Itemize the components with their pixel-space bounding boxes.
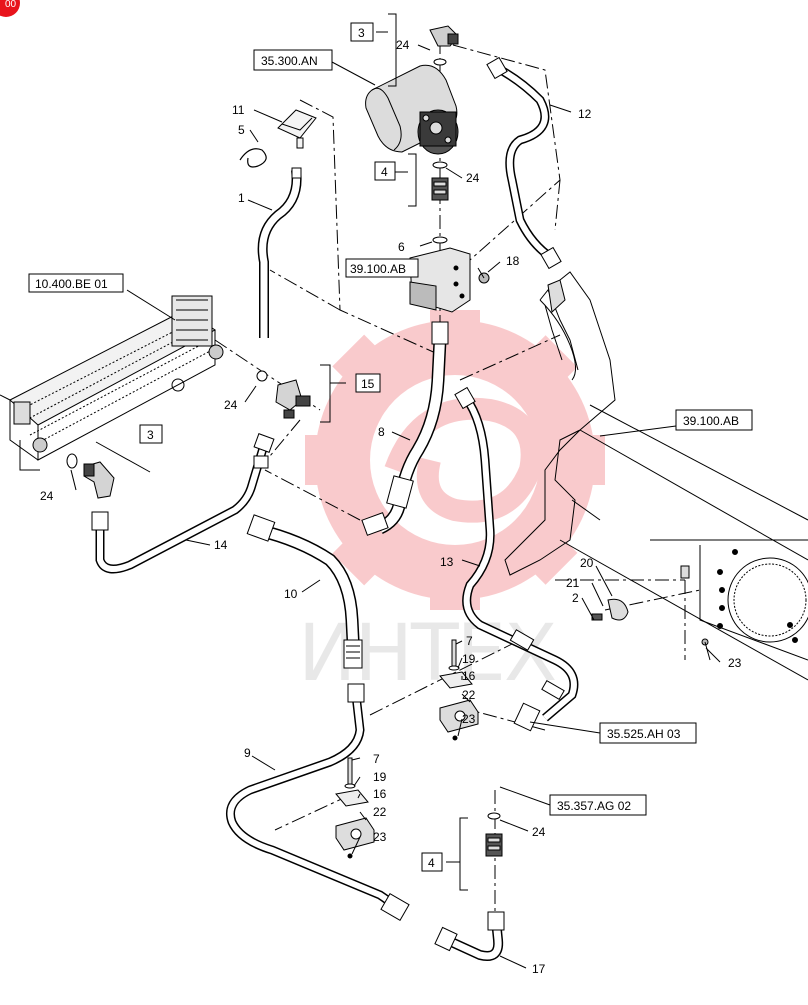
callout-11: 11 [232,103,245,117]
hose-part-10 [246,514,363,669]
callout-17: 17 [532,962,546,976]
corner-badge-text: 00 [5,0,17,10]
callout-20: 20 [580,556,594,570]
svg-text:39.100.AB: 39.100.AB [350,262,406,276]
callout-19-b: 19 [373,770,387,784]
callout-24-b: 24 [466,171,480,185]
clamp-assembly-upper [439,639,479,741]
svg-text:3: 3 [147,428,154,442]
callout-23-a: 23 [728,656,742,670]
svg-text:4: 4 [381,165,388,179]
leader-lines [70,44,721,969]
reference-box-35-525-ah-03: 35.525.AH 03 [599,722,697,744]
svg-text:3: 3 [358,26,365,40]
group-box-3-top: 3 [350,22,374,42]
callout-21: 21 [566,576,580,590]
bolt-part-23-right [701,638,711,661]
group-box-3-left: 3 [139,424,163,444]
fitting-part-4-bottom [485,812,503,857]
tube-part-9 [226,683,410,921]
tube-part-12 [486,56,562,270]
bolt-part-18 [477,267,490,284]
callout-18: 18 [506,254,520,268]
callout-5: 5 [238,123,245,137]
callout-9: 9 [244,746,251,760]
tube-part-14 [91,433,275,574]
callout-22-a: 22 [462,688,476,702]
watermark-text: ИНТЕХ [298,609,555,699]
callout-7-b: 7 [373,752,380,766]
reference-box-10-400-be-01: 10.400.BE 01 [28,273,124,293]
callout-24-d: 24 [40,489,54,503]
reference-box-35-357-ag-02: 35.357.AG 02 [549,794,647,816]
elbow-fitting-left [66,453,115,499]
callout-22-b: 22 [373,805,387,819]
svg-text:10.400.BE 01: 10.400.BE 01 [35,277,108,291]
elbow-fitting-top [429,25,459,66]
fitting-part-4-top [431,161,449,244]
svg-text:4: 4 [428,856,435,870]
callout-8: 8 [378,425,385,439]
group-box-15: 15 [355,373,381,393]
hose-part-1 [257,167,302,338]
callout-24-c: 24 [224,398,238,412]
svg-text:39.100.AB: 39.100.AB [683,414,739,428]
callout-13: 13 [440,555,454,569]
group-box-4-top: 4 [374,161,396,181]
reference-box-35-300-an: 35.300.AN [253,49,333,71]
reference-box-39-100-ab-top: 39.100.AB [345,258,419,278]
group-brackets [320,13,468,891]
callout-16-b: 16 [373,787,387,801]
tube-part-17 [434,911,505,961]
callout-24-e: 24 [532,825,546,839]
svg-text:15: 15 [361,377,375,391]
svg-text:35.525.AH 03: 35.525.AH 03 [607,727,681,741]
svg-text:35.300.AN: 35.300.AN [261,54,318,68]
clip-part-5 [239,148,267,168]
callout-7-a: 7 [466,634,473,648]
small-bracket-right [680,565,690,579]
oil-cooler [0,295,224,471]
callout-24-a: 24 [396,38,410,52]
callout-2: 2 [572,591,579,605]
callout-23-c: 23 [373,830,387,844]
clamp-assembly-lower [335,757,375,859]
reference-box-39-100-ab-right: 39.100.AB [675,409,753,431]
hose-part-8 [361,321,449,536]
callout-6: 6 [398,240,405,254]
callout-12: 12 [578,107,592,121]
callout-23-b: 23 [462,712,476,726]
corner-badge: 00 [0,0,20,17]
callout-19-a: 19 [462,652,476,666]
tee-fitting-15 [256,370,311,419]
tube-part-13 [454,386,579,732]
callouts: 24 12 11 5 24 1 6 18 24 8 24 14 10 13 20… [40,38,742,976]
svg-text:35.357.AG 02: 35.357.AG 02 [557,799,631,813]
mount-bracket [409,247,471,313]
machine-frame [504,271,808,681]
filter-canister [365,64,459,155]
callout-16-a: 16 [462,669,476,683]
callout-14: 14 [214,538,228,552]
bracket-part-11 [277,109,317,149]
group-box-4-bottom: 4 [421,852,443,872]
callout-10: 10 [284,587,298,601]
callout-1: 1 [238,191,245,205]
clip-part-20 [591,598,629,621]
